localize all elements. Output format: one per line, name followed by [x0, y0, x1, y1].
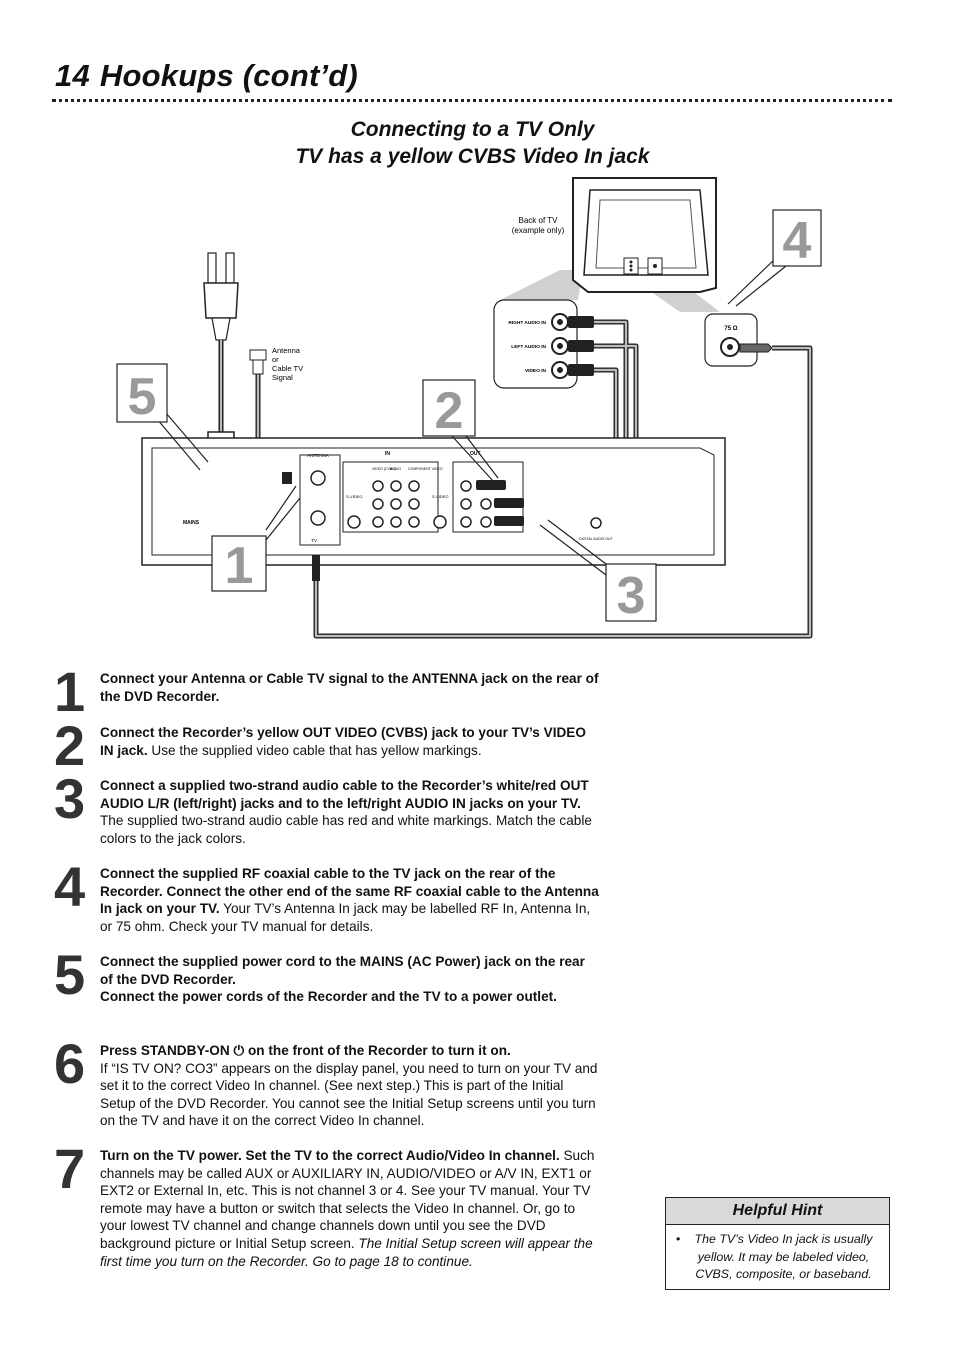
step-normal-text: The supplied two-strand audio cable has …: [100, 813, 592, 846]
svideo-out-label: S-VIDEO: [432, 494, 448, 499]
helpful-hint-body: • The TV’s Video In jack is usually yell…: [666, 1225, 889, 1284]
antenna-jack-label: ANTENNA: [307, 453, 329, 458]
svideo-in-label: S-VIDEO: [346, 494, 362, 499]
tv-zoom-wedge: [500, 270, 583, 300]
page-title: Hookups (cont’d): [99, 58, 358, 93]
step-bold-text: Connect the supplied RF coaxial cable to…: [100, 866, 599, 917]
step-number: 6: [54, 1032, 86, 1095]
tv-jack-label-right: RIGHT AUDIO IN: [508, 320, 546, 326]
tv-jack-label: TV: [311, 538, 317, 543]
step-text: Turn on the TV power. Set the TV to the …: [100, 1147, 600, 1270]
step-number: 4: [54, 855, 86, 918]
step-number: 5: [54, 943, 86, 1006]
callout-3: 3: [617, 567, 646, 625]
mains-label: MAINS: [183, 520, 200, 526]
tv-back-illustration: [572, 177, 717, 293]
step-text: Connect the supplied power cord to the M…: [100, 953, 600, 1006]
step-text: Press STANDBY-ON ⏻ on the front of the R…: [100, 1042, 600, 1130]
step-text: Connect the Recorder’s yellow OUT VIDEO …: [100, 724, 600, 759]
step-bold-text: Connect your Antenna or Cable TV signal …: [100, 671, 599, 704]
hookup-diagram: Back of TV (example only) RIGHT AUDIO IN…: [116, 177, 822, 639]
antenna-signal-line4: Signal: [272, 373, 293, 382]
section-title-line1: Connecting to a TV Only: [350, 118, 595, 141]
step-number: 7: [54, 1137, 86, 1200]
step-normal-text: Use the supplied video cable that has ye…: [147, 742, 482, 758]
page-header: 14 Hookups (cont’d): [55, 58, 358, 94]
out-label: OUT: [470, 451, 481, 457]
step-number: 3: [54, 767, 86, 830]
helpful-hint-text: The TV’s Video In jack is usually yellow…: [694, 1232, 873, 1282]
bullet-icon: •: [676, 1232, 681, 1246]
recorder-jacks: [310, 470, 602, 529]
step-text: Connect a supplied two-strand audio cabl…: [100, 777, 600, 847]
tv-jack-group: [551, 313, 569, 379]
step-bold-text: Turn on the TV power. Set the TV to the …: [100, 1148, 560, 1163]
antenna-signal-line2: or: [272, 355, 279, 364]
step-normal-text: Your TV’s Antenna In jack may be labelle…: [100, 901, 591, 934]
example-only-label: (example only): [512, 226, 565, 235]
ohm-label: 75 Ω: [724, 326, 737, 332]
back-of-tv-label: Back of TV: [519, 216, 559, 225]
digital-audio-label: DIGITAL AUDIO OUT: [579, 537, 613, 541]
callout-5: 5: [128, 368, 157, 426]
step-bold-text: Connect a supplied two-strand audio cabl…: [100, 778, 589, 811]
callout-4: 4: [783, 212, 812, 270]
antenna-signal-line3: Cable TV: [272, 364, 303, 373]
section-title-line2: TV has a yellow CVBS Video In jack: [295, 145, 650, 168]
step-bold-text: Connect the Recorder’s yellow OUT VIDEO …: [100, 725, 586, 758]
video-cvbs-label: VIDEO (CVBS): [372, 467, 396, 471]
audio-label: AUDIO: [390, 467, 401, 471]
tv-rca-plugs: [568, 316, 594, 376]
step-text: Connect your Antenna or Cable TV signal …: [100, 670, 600, 705]
step-normal-text: Such channels may be called AUX or AUXIL…: [100, 1148, 595, 1251]
recorder-out-plugs: [282, 472, 524, 581]
helpful-hint-box: Helpful Hint • The TV’s Video In jack is…: [665, 1197, 890, 1290]
tv-jack-label-left: LEFT AUDIO IN: [511, 344, 546, 350]
step-bold-text: Connect the supplied power cord to the M…: [100, 954, 585, 987]
header-divider: [52, 99, 892, 102]
component-label: COMPONENT VIDEO: [408, 467, 443, 471]
step-normal-text: If “IS TV ON? CO3” appears on the displa…: [100, 1060, 598, 1129]
antenna-signal-line1: Antenna: [272, 346, 301, 355]
helpful-hint-title: Helpful Hint: [666, 1198, 889, 1225]
section-title: Connecting to a TV Only TV has a yellow …: [200, 116, 745, 170]
in-label: IN: [385, 451, 390, 457]
step-number: 2: [54, 714, 86, 777]
step-bold-text: Press STANDBY-ON ⏻ on the front of the R…: [100, 1043, 511, 1058]
step-italic-text: The Initial Setup screen will appear the…: [100, 1235, 593, 1269]
callout-2: 2: [435, 382, 464, 440]
antenna-plug-illustration: [249, 349, 267, 375]
callout-boxes: [116, 209, 822, 622]
step-number: 1: [54, 660, 86, 723]
page-number: 14: [55, 58, 90, 93]
step-text: Connect the supplied RF coaxial cable to…: [100, 865, 600, 935]
step-bold-text-2: Connect the power cords of the Recorder …: [100, 989, 557, 1005]
tv-jack-label-video: VIDEO IN: [525, 368, 547, 374]
callout-1: 1: [225, 537, 254, 595]
